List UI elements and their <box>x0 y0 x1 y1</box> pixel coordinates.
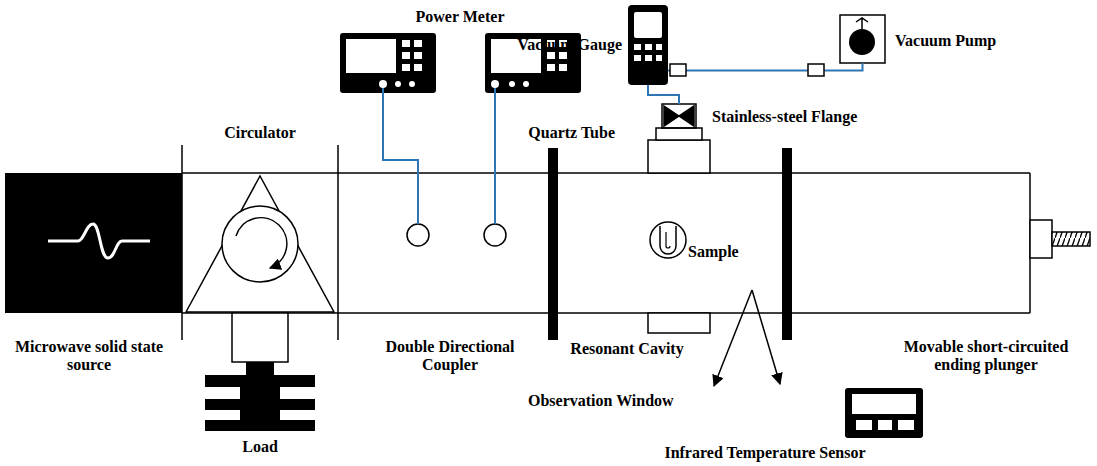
quartz-tube <box>648 140 710 173</box>
component-label: Double Directional Coupler <box>368 338 532 374</box>
part-label: Stainless-steel Flange <box>712 108 922 126</box>
sample-tube <box>666 232 670 248</box>
coupler-box: Double Directional Coupler <box>340 173 548 313</box>
signal-cable <box>383 88 418 224</box>
part-label: Observation Window <box>528 392 718 410</box>
component-label: Circulator <box>190 124 330 142</box>
iris-plate <box>548 148 558 340</box>
plunger-box: Movable short-circuited ending plunger <box>1030 215 1090 263</box>
vacuum-pump <box>840 15 885 63</box>
component-label: Vacuum Gauge <box>496 36 622 54</box>
component-label: Infrared Temperature Sensor <box>640 444 890 462</box>
valve-body <box>662 104 696 128</box>
circulator-arrow <box>236 218 287 268</box>
load-arm <box>232 313 288 362</box>
load-symbol <box>205 362 315 431</box>
quartz-tube <box>648 313 710 333</box>
plunger-rod <box>1052 232 1090 246</box>
coupler-port <box>484 224 506 246</box>
flange-line <box>337 145 339 340</box>
quartz-tube-neck <box>656 128 702 140</box>
vacuum-gauge <box>628 5 668 85</box>
pump-box: Vacuum Pump <box>840 15 885 63</box>
flange-line <box>181 145 183 340</box>
sine-symbol <box>48 224 150 258</box>
power-meter <box>340 33 436 93</box>
part-label: Sample <box>688 243 768 261</box>
gauge-box: Vacuum Gauge <box>628 5 668 85</box>
microwave-source <box>5 173 182 313</box>
part-label: Quartz Tube <box>490 124 615 142</box>
valve-symbol <box>664 106 694 126</box>
component-label: Microwave solid state source <box>3 338 175 374</box>
vacuum-line <box>668 63 863 71</box>
circulator-box: Circulator <box>182 173 338 313</box>
waveguide-wall <box>182 172 1030 174</box>
source-box: Microwave solid state source <box>5 173 182 313</box>
vacuum-hose <box>648 85 679 104</box>
component-label: Movable short-circuited ending plunger <box>885 338 1087 374</box>
sample-tube <box>660 226 676 254</box>
component-label: Load <box>210 438 310 456</box>
leader-arrow <box>752 290 780 384</box>
iris-plate <box>782 148 792 340</box>
sample-holder <box>650 222 686 258</box>
infrared-sensor <box>845 388 923 438</box>
cavity-box: Resonant Cavity <box>560 173 780 313</box>
plunger-block <box>1030 220 1052 258</box>
circulator-circle <box>222 206 298 282</box>
leader-arrow <box>714 290 752 386</box>
coupler-port <box>407 224 429 246</box>
circulator-triangle <box>186 176 334 312</box>
component-label: Resonant Cavity <box>557 340 697 358</box>
signal-cable <box>494 88 496 224</box>
part-label: Power Meter <box>395 8 525 26</box>
steel-flange <box>670 64 686 76</box>
sensor-box: Infrared Temperature Sensor <box>845 388 923 438</box>
component-label: Vacuum Pump <box>895 32 1025 50</box>
load-box: Load <box>205 313 315 433</box>
steel-flange <box>808 64 824 76</box>
